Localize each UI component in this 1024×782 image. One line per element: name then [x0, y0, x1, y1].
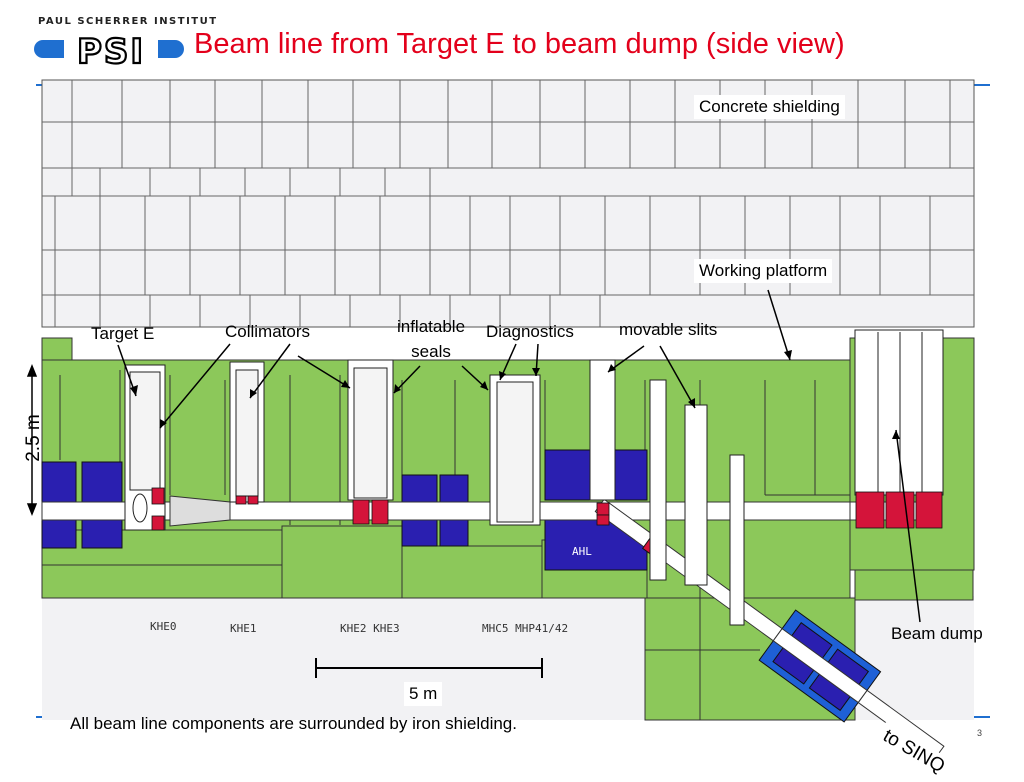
page-title: Beam line from Target E to beam dump (si… — [194, 28, 845, 60]
logo-letter-bg — [64, 33, 158, 67]
sinq-branch — [594, 498, 945, 760]
beam-taper — [169, 495, 231, 527]
label-beam-dump: Beam dump — [891, 624, 983, 643]
length-scale-bar — [315, 658, 543, 678]
label-concrete-shielding: Concrete shielding — [694, 95, 845, 119]
code-khe1: KHE1 — [230, 622, 257, 635]
page-number: 3 — [977, 728, 983, 738]
logo-letters: PSI — [77, 32, 145, 72]
label-target-e: Target E — [91, 324, 155, 343]
concrete-shielding — [41, 79, 975, 328]
slit-insert-2 — [684, 404, 708, 586]
code-khe2-khe3: KHE2 KHE3 — [340, 622, 400, 635]
magnets — [41, 449, 648, 571]
label-height-scale: 2.5 m — [22, 414, 44, 462]
label-diagnostics: Diagnostics — [486, 322, 574, 341]
vertical-port — [649, 379, 667, 581]
label-inflatable-seals: inflatable seals — [396, 317, 466, 361]
collimator-parts — [151, 487, 943, 531]
target-wheel — [132, 493, 148, 523]
label-movable-slits: movable slits — [619, 320, 718, 339]
label-collimators: Collimators — [225, 322, 311, 341]
psi-logo: PSI — [34, 31, 184, 73]
code-mhc5-mhp: MHC5 MHP41/42 — [482, 622, 569, 635]
code-khe0: KHE0 — [150, 620, 177, 633]
arrowheads — [130, 350, 900, 439]
support-column — [729, 454, 745, 626]
label-working-platform: Working platform — [694, 259, 833, 283]
footnote: All beam line components are surrounded … — [70, 714, 517, 733]
height-scale-bar — [26, 363, 38, 517]
beam-dump-insert — [854, 329, 944, 496]
slit-insert-1 — [589, 359, 616, 501]
label-length-scale: 5 m — [404, 682, 443, 706]
organization-name: PAUL SCHERRER INSTITUT — [38, 16, 218, 27]
code-ahl: AHL — [572, 545, 592, 558]
beamline-components — [124, 329, 944, 626]
